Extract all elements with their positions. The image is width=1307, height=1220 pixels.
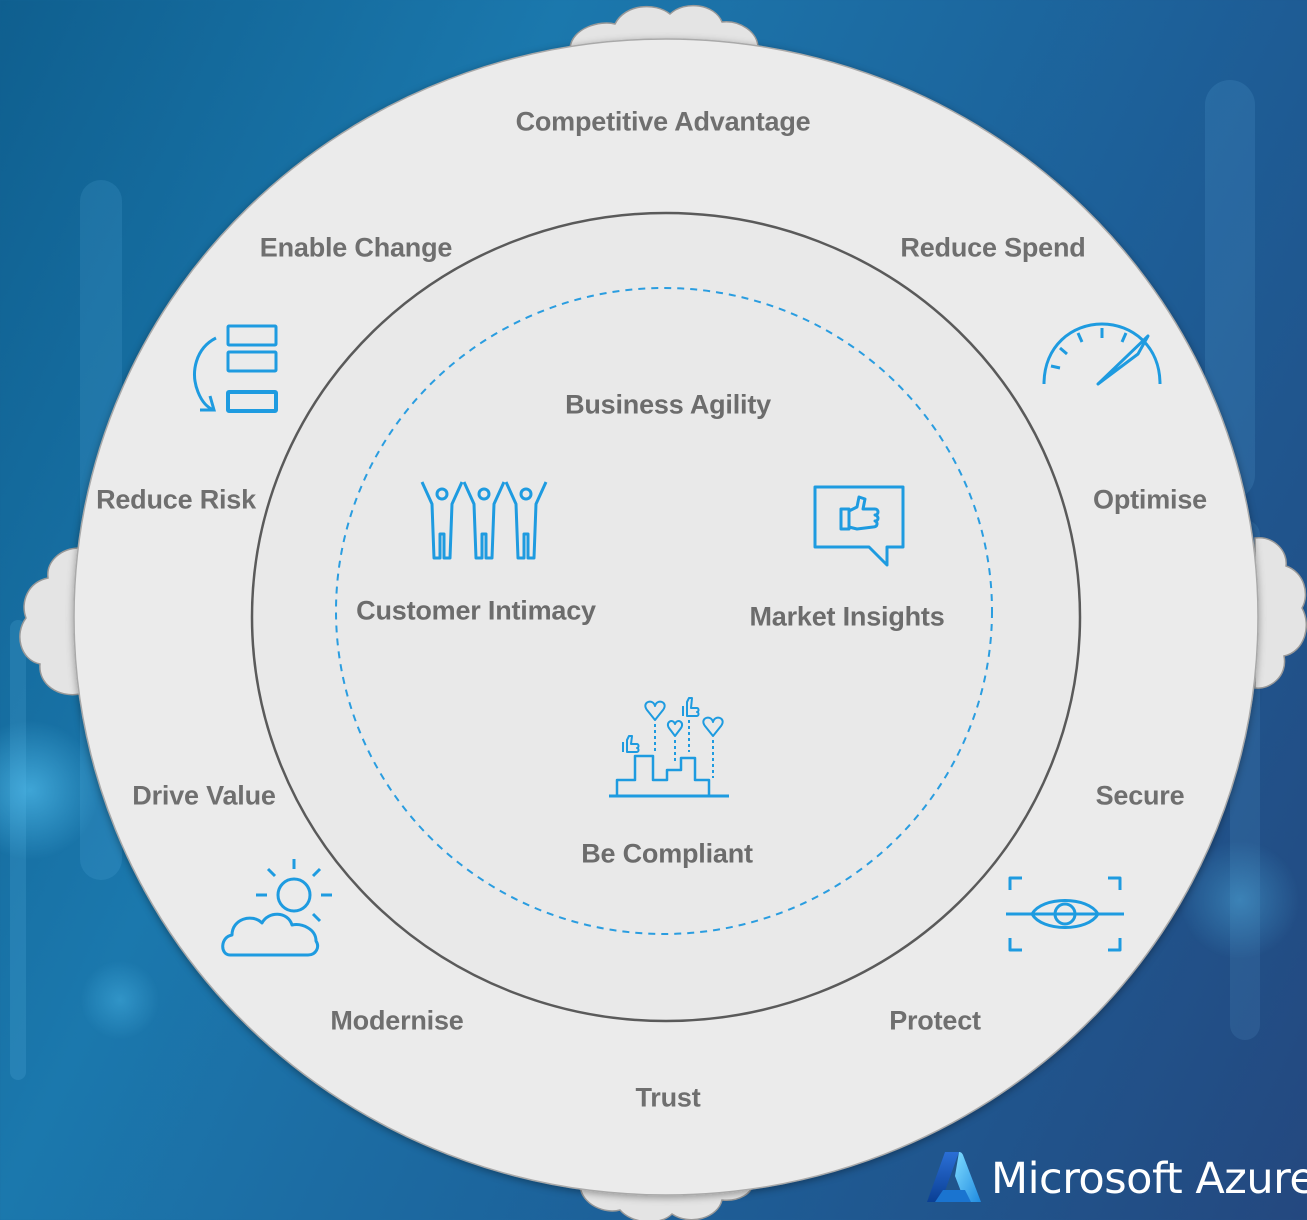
label-secure: Secure (1095, 780, 1185, 811)
label-drive-value: Drive Value (132, 780, 276, 811)
inner-circle (250, 211, 1082, 1023)
cloud-sun-icon (220, 855, 340, 960)
brand-name: Microsoft Azure (991, 1154, 1307, 1204)
eye-scan-icon (1006, 874, 1124, 954)
label-trust: Trust (635, 1082, 701, 1113)
brand: Microsoft Azure (925, 1148, 1307, 1210)
label-modernise: Modernise (330, 1005, 464, 1036)
speedometer-icon (1036, 318, 1166, 390)
label-customer-intimacy: Customer Intimacy (356, 595, 596, 626)
label-protect: Protect (889, 1005, 981, 1036)
label-competitive-advantage: Competitive Advantage (515, 106, 811, 137)
label-enable-change: Enable Change (259, 232, 453, 263)
thumbs-up-chat-icon (811, 483, 909, 569)
cloud-bump-left (19, 547, 81, 696)
label-business-agility: Business Agility (565, 389, 771, 420)
label-reduce-risk: Reduce Risk (96, 484, 256, 515)
people-cheering-icon (418, 478, 553, 563)
dashed-circle (335, 287, 993, 935)
likes-bar-icon (609, 690, 731, 800)
layers-refresh-icon (178, 320, 283, 415)
label-optimise: Optimise (1093, 484, 1207, 515)
azure-logo-icon (925, 1150, 983, 1209)
label-market-insights: Market Insights (749, 601, 945, 632)
cloud-bump-top (569, 4, 759, 49)
cloud-bump-right (1254, 537, 1307, 689)
label-be-compliant: Be Compliant (581, 838, 753, 869)
label-reduce-spend: Reduce Spend (900, 232, 1086, 263)
cloud-bump-bottom (579, 1185, 753, 1220)
